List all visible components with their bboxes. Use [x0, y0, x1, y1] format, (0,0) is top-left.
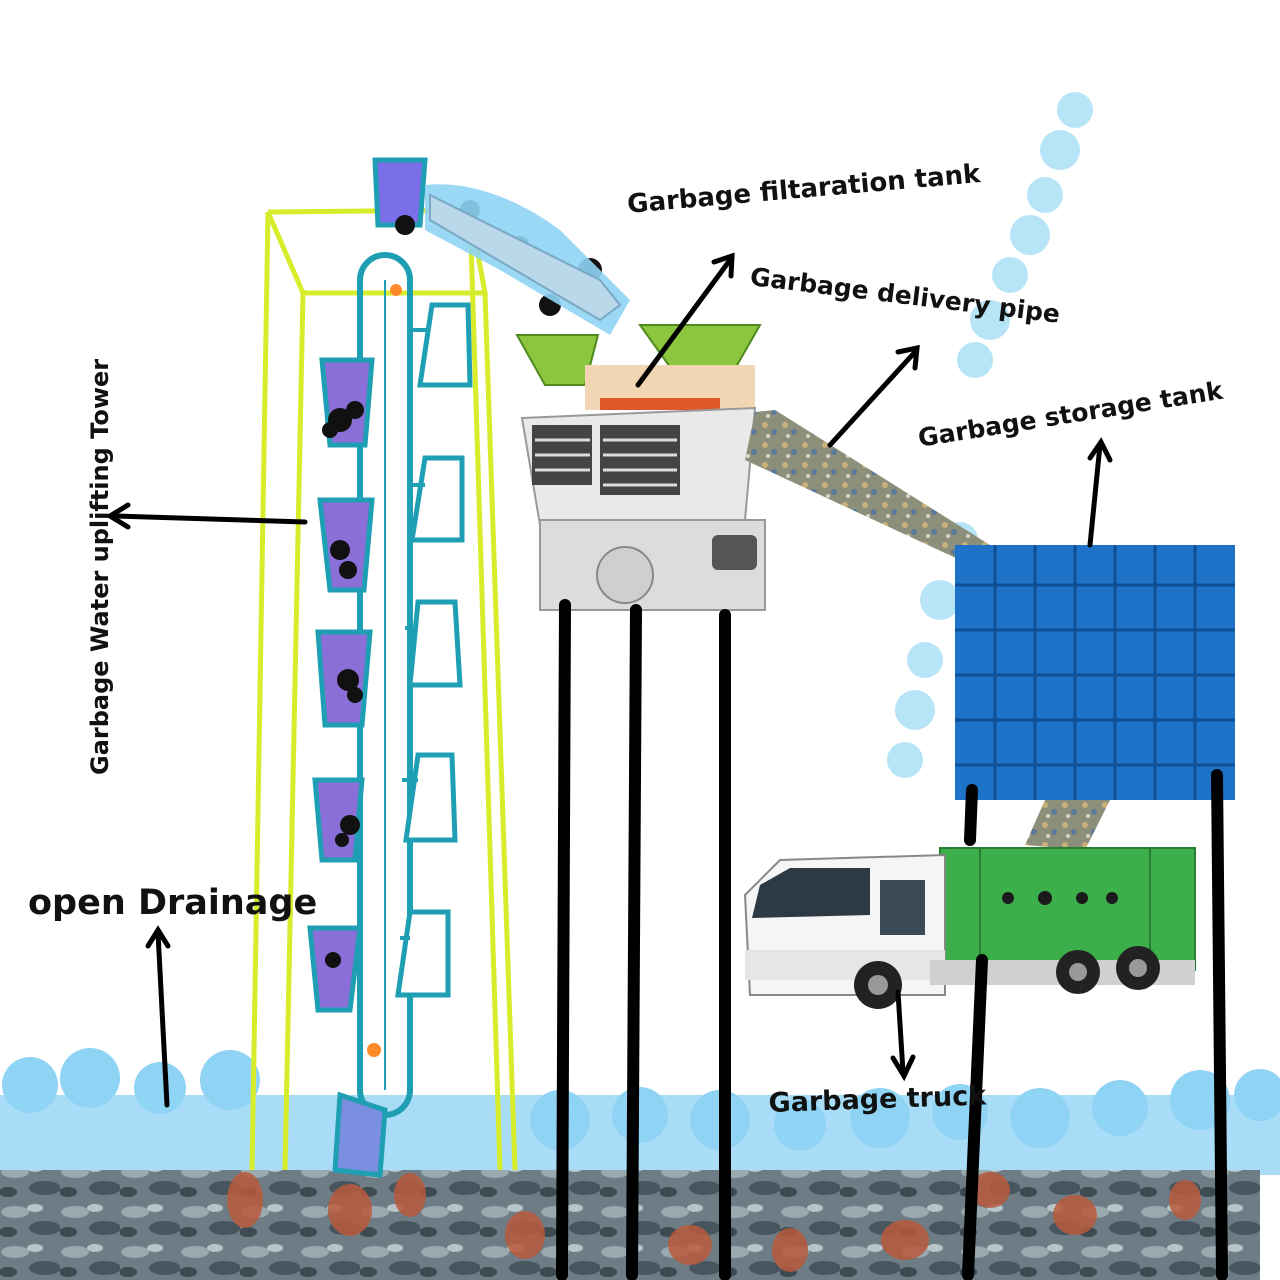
- uplifting-tower: [249, 157, 602, 1178]
- filtration-machine: [515, 324, 766, 611]
- delivery-belt: [745, 410, 990, 560]
- open-drainage-label: open Drainage: [28, 883, 318, 923]
- drainage-water: [0, 1048, 1280, 1175]
- empty-buckets: [395, 302, 473, 998]
- foam-trail: [887, 92, 1093, 778]
- top-chute: [425, 184, 630, 335]
- tower-label: Garbage Water uplifting Tower: [86, 358, 114, 775]
- support-legs: [556, 599, 1228, 1280]
- garbage-truck: [743, 847, 1196, 1009]
- garbage-blobs: [227, 1172, 1201, 1272]
- storage-tank: [955, 545, 1235, 850]
- arrows: [105, 252, 1113, 1108]
